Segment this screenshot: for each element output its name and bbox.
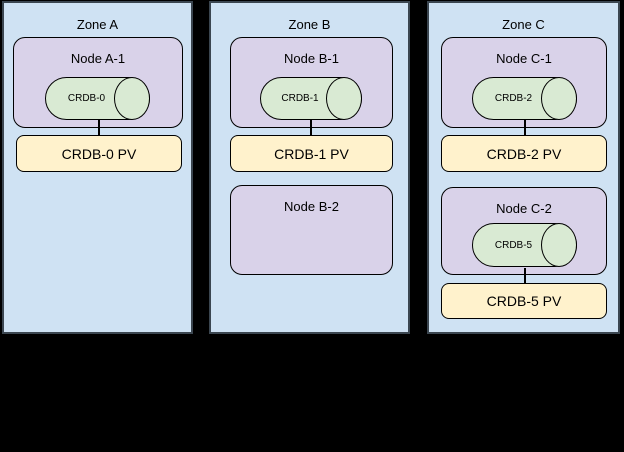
zone-b-panel: Zone B Node B-1 CRDB-1 CRDB-1 PV Node B-… bbox=[209, 1, 410, 334]
node-c-1-box: Node C-1 CRDB-2 bbox=[441, 37, 607, 128]
pod-crdb-2-label: CRDB-2 bbox=[494, 93, 533, 104]
zone-a-title: Zone A bbox=[76, 17, 119, 32]
connector-crdb-5-to-pv bbox=[524, 268, 526, 283]
pod-crdb-0-cylinder: CRDB-0 bbox=[45, 77, 150, 120]
cylinder-cap-icon bbox=[114, 77, 150, 120]
connector-crdb-1-to-pv bbox=[310, 120, 312, 135]
zone-c-panel: Zone C Node C-1 CRDB-2 CRDB-2 PV Node C-… bbox=[427, 1, 620, 334]
zone-c-title: Zone C bbox=[502, 17, 545, 32]
pod-crdb-5-label: CRDB-5 bbox=[494, 239, 533, 251]
node-b-1-box: Node B-1 CRDB-1 bbox=[230, 37, 393, 128]
cylinder-cap-icon bbox=[541, 77, 577, 120]
pod-crdb-1-label: CRDB-1 bbox=[281, 93, 319, 104]
pv-crdb-1-box: CRDB-1 PV bbox=[230, 135, 393, 172]
connector-crdb-0-to-pv bbox=[98, 120, 100, 135]
node-c-1-label: Node C-1 bbox=[496, 51, 552, 66]
pv-crdb-5-box: CRDB-5 PV bbox=[441, 283, 607, 319]
pod-crdb-2-cylinder: CRDB-2 bbox=[472, 77, 577, 120]
pv-crdb-2-label: CRDB-2 PV bbox=[486, 145, 562, 162]
node-c-2-label: Node C-2 bbox=[496, 201, 552, 216]
node-a-1-box: Node A-1 CRDB-0 bbox=[13, 37, 183, 128]
zone-a-panel: Zone A Node A-1 CRDB-0 CRDB-0 PV bbox=[2, 1, 193, 334]
connector-crdb-2-to-pv bbox=[524, 120, 526, 135]
zone-b-title: Zone B bbox=[288, 17, 331, 32]
node-a-1-label: Node A-1 bbox=[70, 51, 126, 66]
pv-crdb-2-box: CRDB-2 PV bbox=[441, 135, 607, 172]
pv-crdb-0-box: CRDB-0 PV bbox=[16, 135, 182, 172]
cylinder-cap-icon bbox=[326, 77, 362, 120]
cylinder-cap-icon bbox=[541, 223, 577, 267]
pod-crdb-0-label: CRDB-0 bbox=[67, 93, 106, 104]
pod-crdb-1-cylinder: CRDB-1 bbox=[260, 77, 362, 120]
node-b-2-label: Node B-2 bbox=[284, 199, 339, 214]
pv-crdb-0-label: CRDB-0 PV bbox=[61, 145, 137, 162]
pv-crdb-1-label: CRDB-1 PV bbox=[274, 145, 349, 162]
pod-crdb-5-cylinder: CRDB-5 bbox=[472, 223, 577, 267]
node-b-2-box: Node B-2 bbox=[230, 185, 393, 275]
pv-crdb-5-label: CRDB-5 PV bbox=[486, 293, 562, 309]
node-c-2-box: Node C-2 CRDB-5 bbox=[441, 187, 607, 275]
node-b-1-label: Node B-1 bbox=[284, 51, 339, 66]
